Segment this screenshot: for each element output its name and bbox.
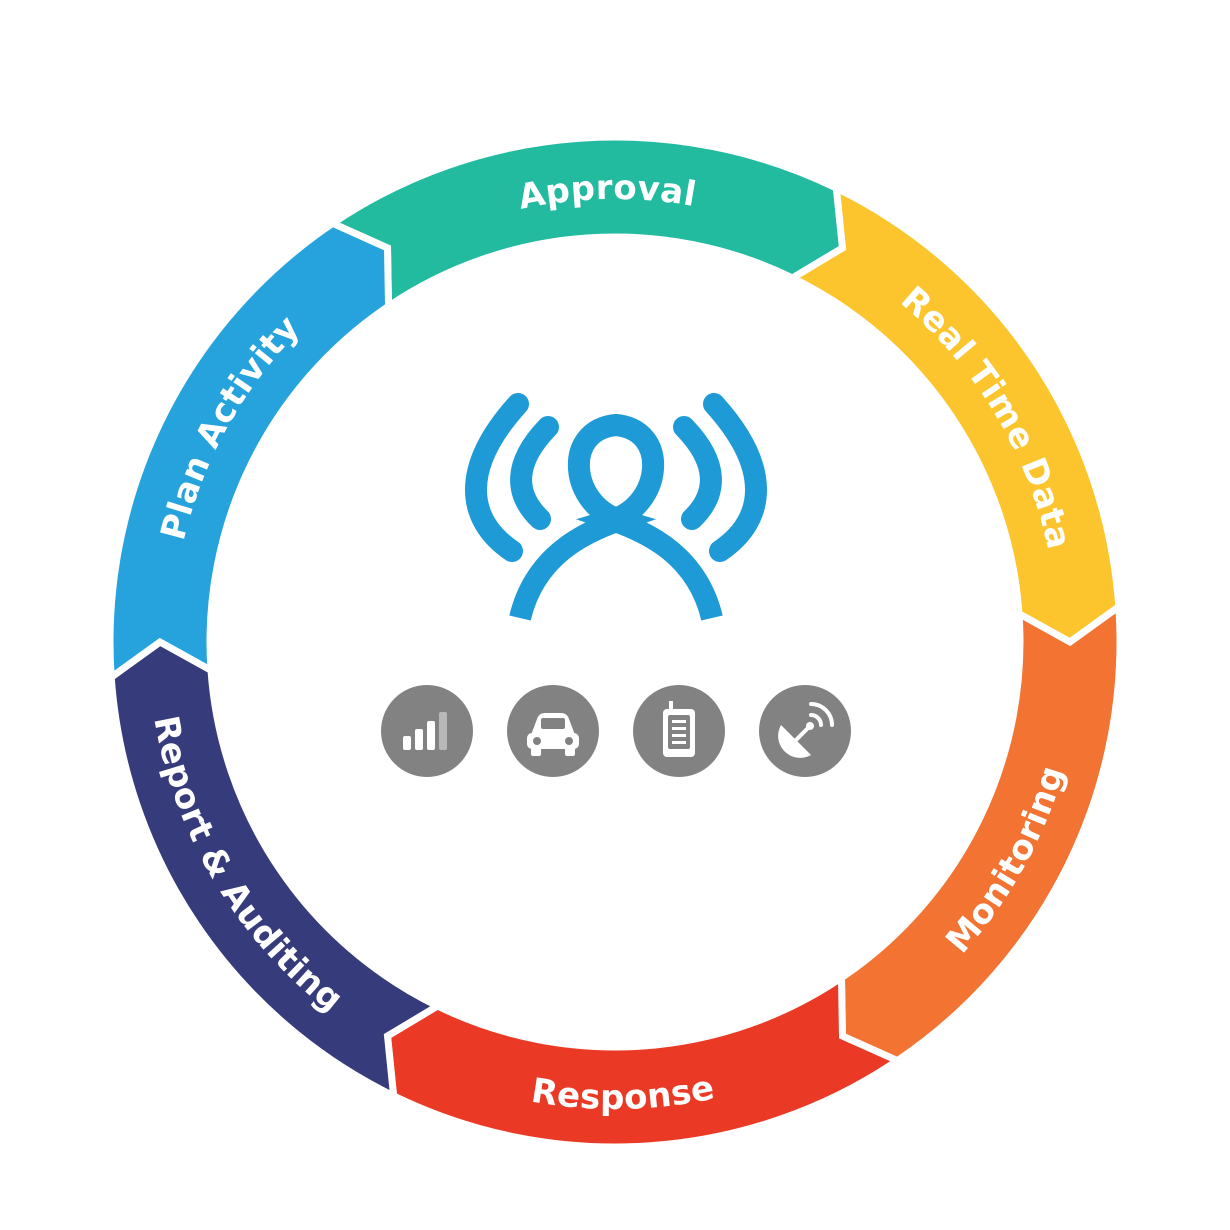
cycle-segments bbox=[106, 133, 1124, 1151]
satellite-dish-icon bbox=[759, 685, 851, 777]
segment-real-time-data bbox=[785, 182, 1123, 647]
broadcast-person-icon bbox=[465, 393, 767, 621]
signal-bars-icon bbox=[381, 685, 473, 777]
radio-device-icon bbox=[633, 685, 725, 777]
car-icon bbox=[507, 685, 599, 777]
segment-response bbox=[383, 971, 905, 1151]
segment-approval bbox=[325, 133, 847, 313]
segment-plan-activity bbox=[106, 219, 393, 684]
segment-monitoring bbox=[837, 600, 1124, 1065]
